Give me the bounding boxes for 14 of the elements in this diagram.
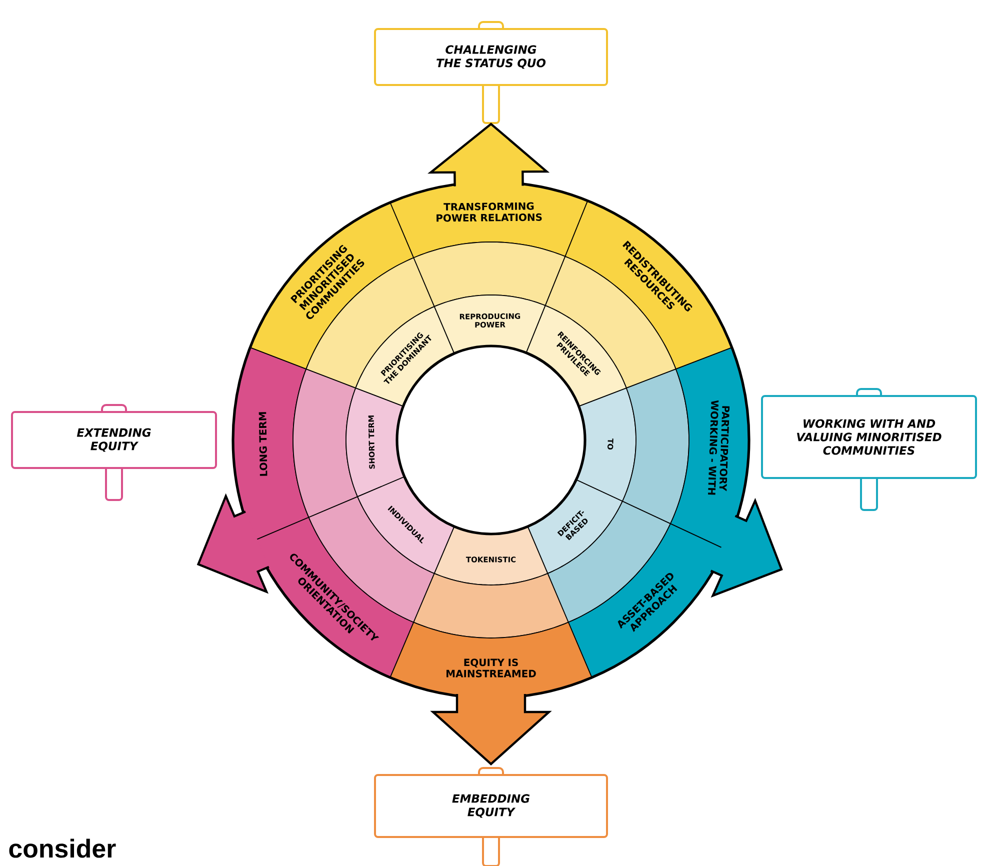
ring-segment [413,572,569,638]
heading-text: consider [9,838,116,858]
node-label: WORKING WITH AND VALUING MINORITISED COMMUNITIES [797,419,942,455]
signpost: EXTENDING EQUITY [11,404,217,501]
block-arrow [430,692,552,766]
block-arrow [196,493,270,594]
signpost: CHALLENGING THE STATUS QUO [374,21,608,124]
node-label: EMBEDDING EQUITY [452,794,530,818]
ring-segment [413,242,566,308]
ring-segment: EQUITY IS MAINSTREAMED [390,622,592,698]
block-arrow [428,122,550,188]
signpost: WORKING WITH AND VALUING MINORITISED COMMUNITIES [761,388,977,511]
ring-segment [622,368,690,524]
signpost: EMBEDDING EQUITY [374,767,608,866]
